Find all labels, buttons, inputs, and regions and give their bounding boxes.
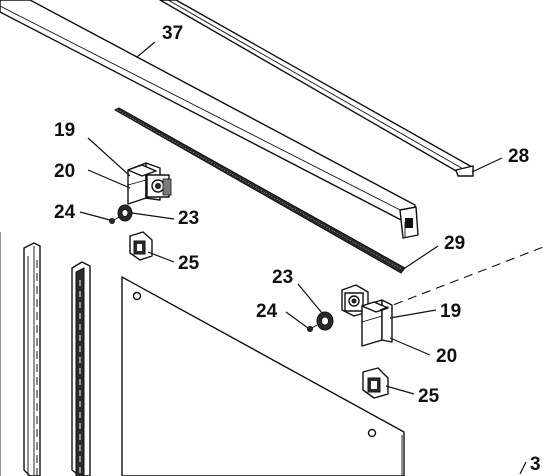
callout-23-left: 23 [178, 208, 199, 229]
callout-37: 37 [162, 23, 183, 44]
callout-25-right: 25 [418, 386, 440, 407]
vertical-profile-middle [71, 261, 91, 476]
callout-19-left: 19 [54, 120, 75, 141]
callout-25-left: 25 [178, 253, 200, 274]
clip-right [362, 367, 389, 399]
screw-left [109, 216, 120, 224]
rail-28 [159, 0, 474, 177]
assembly-dash-line [379, 245, 546, 311]
screw-right [307, 324, 318, 332]
callout-20-right: 20 [436, 346, 457, 367]
wheel-right [316, 311, 334, 331]
callout-20-left: 20 [54, 161, 75, 182]
hanger-bracket-left [127, 162, 172, 205]
hanger-bracket-right [341, 284, 393, 347]
clip-left [129, 231, 153, 261]
callout-29: 29 [444, 233, 465, 254]
callout-19-right: 19 [440, 301, 461, 322]
callout-3-partial: 3 [530, 454, 541, 475]
wheel-left [117, 204, 133, 222]
top-track-37 [0, 0, 419, 239]
callout-28: 28 [508, 146, 529, 167]
callout-24-right: 24 [256, 301, 278, 322]
leader-lines [79, 41, 527, 475]
glass-door-panel [121, 276, 405, 476]
wall-profile-left [23, 242, 41, 476]
callout-24-left: 24 [54, 202, 76, 223]
callout-23-right: 23 [272, 267, 293, 288]
